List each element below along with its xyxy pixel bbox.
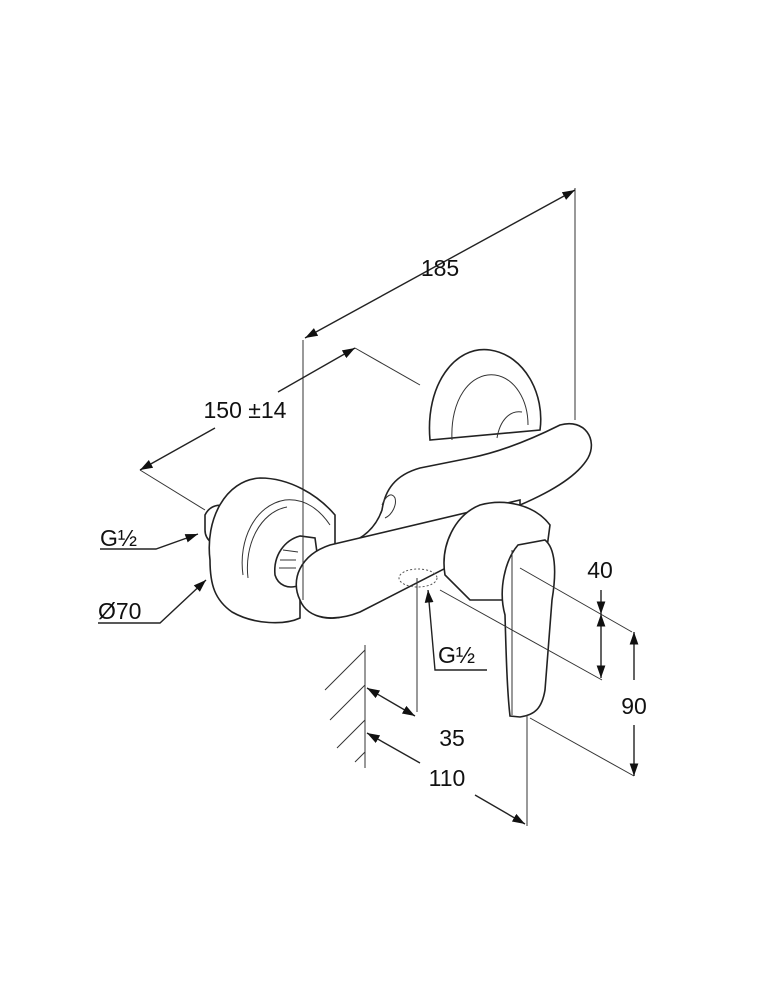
wall-hatch [324,645,366,768]
leader-g-half-outlet [424,589,487,671]
dimension-35-line [366,687,416,717]
dimension-90 [529,632,639,777]
label-110: 110 [429,765,466,791]
dimension-150 [139,347,421,511]
leader-d70 [98,579,207,624]
outlet-thread-outline [398,568,438,588]
label-d70: Ø70 [98,598,141,624]
label-90: 90 [621,693,647,719]
label-150: 150 ±14 [204,397,287,423]
right-wall-rosette [428,348,542,441]
label-40: 40 [587,557,613,583]
label-g-half-left: G½ [100,525,137,551]
label-185: 185 [421,255,459,281]
dimension-110 [366,715,528,826]
label-g-half-outlet: G½ [438,642,475,668]
dimension-185 [302,188,576,600]
dimension-40 [439,567,633,681]
label-35: 35 [439,725,465,751]
leader-g-half-left [100,533,199,550]
lever-handle [443,501,556,718]
